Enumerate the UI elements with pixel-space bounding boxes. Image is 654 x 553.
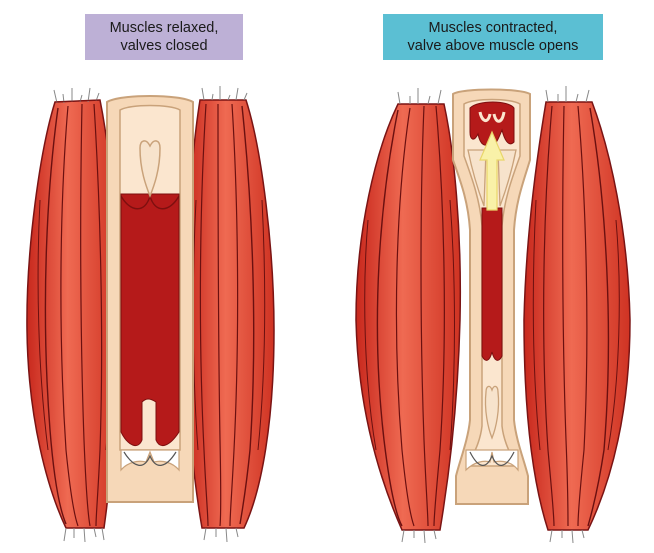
relaxed-panel <box>26 86 275 543</box>
label-relaxed-line1: Muscles relaxed, <box>109 20 219 36</box>
up-arrow-icon <box>479 130 505 211</box>
label-relaxed-line2: valves closed <box>120 38 208 54</box>
valve-lower-relaxed <box>120 449 180 472</box>
label-contracted-line1: Muscles contracted, <box>428 20 558 36</box>
label-contracted-line2: valve above muscle opens <box>407 38 579 54</box>
contracted-panel <box>355 86 631 544</box>
vein-contracted <box>452 88 531 505</box>
label-contracted: Muscles contracted, valve above muscle o… <box>383 14 603 60</box>
valve-upper-open <box>467 149 517 207</box>
valve-upper-closed <box>120 195 180 210</box>
label-relaxed: Muscles relaxed, valves closed <box>85 14 243 60</box>
vein-relaxed <box>106 95 194 503</box>
muscle-right-contracted <box>523 86 631 544</box>
muscle-left-contracted <box>355 88 462 544</box>
muscle-left-relaxed <box>26 87 119 543</box>
blood-column-contracted <box>481 207 503 361</box>
muscle-right-relaxed <box>185 86 275 543</box>
blood-relaxed <box>120 193 180 447</box>
